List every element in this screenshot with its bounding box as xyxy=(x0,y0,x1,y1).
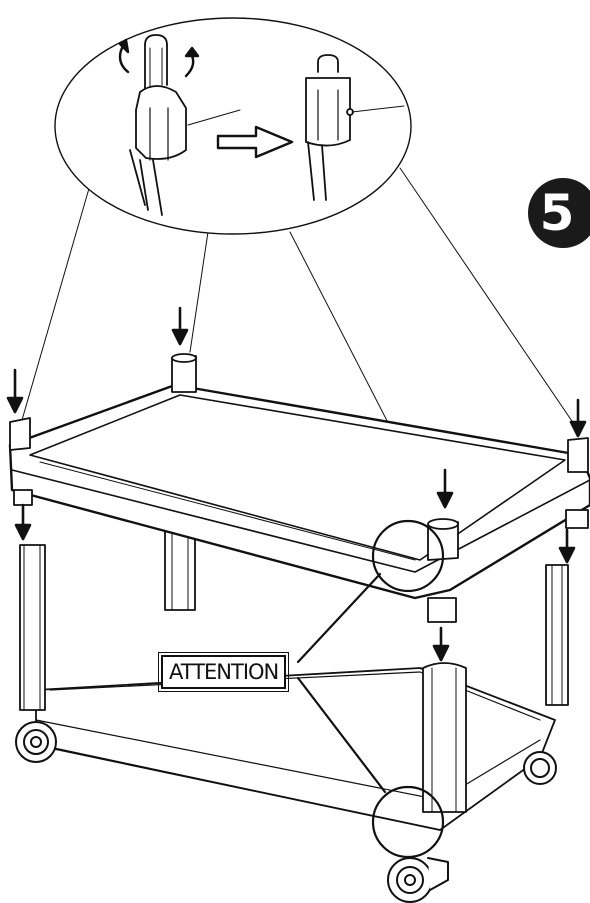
detail-magnifier xyxy=(54,17,412,235)
detail-circle xyxy=(54,17,412,235)
step-number-badge: 5 xyxy=(528,178,590,248)
detail-leader-lines xyxy=(21,167,579,519)
caster-back-right xyxy=(523,751,557,785)
attention-label: ATTENTION xyxy=(157,652,290,692)
caster-front-right xyxy=(387,857,449,903)
cart-connectors xyxy=(9,353,589,623)
rotate-arrows-icon xyxy=(118,38,200,78)
caster-front-left xyxy=(15,721,57,763)
outline-arrow-icon xyxy=(216,125,294,159)
cart-casters xyxy=(15,721,557,903)
hook-after-detail xyxy=(305,54,405,201)
cart-top-shelf xyxy=(8,383,590,600)
attention-circle-top xyxy=(371,519,445,593)
post-front-right xyxy=(422,662,467,813)
attention-circle-bottom xyxy=(371,785,445,859)
cart-lower-shelf xyxy=(35,667,556,831)
insert-arrow-icon xyxy=(6,306,587,662)
attention-indicators xyxy=(296,519,445,859)
post-back-right xyxy=(545,564,569,706)
cart-posts xyxy=(19,519,569,813)
hook-before-detail xyxy=(129,34,241,216)
post-front-left xyxy=(19,544,46,711)
